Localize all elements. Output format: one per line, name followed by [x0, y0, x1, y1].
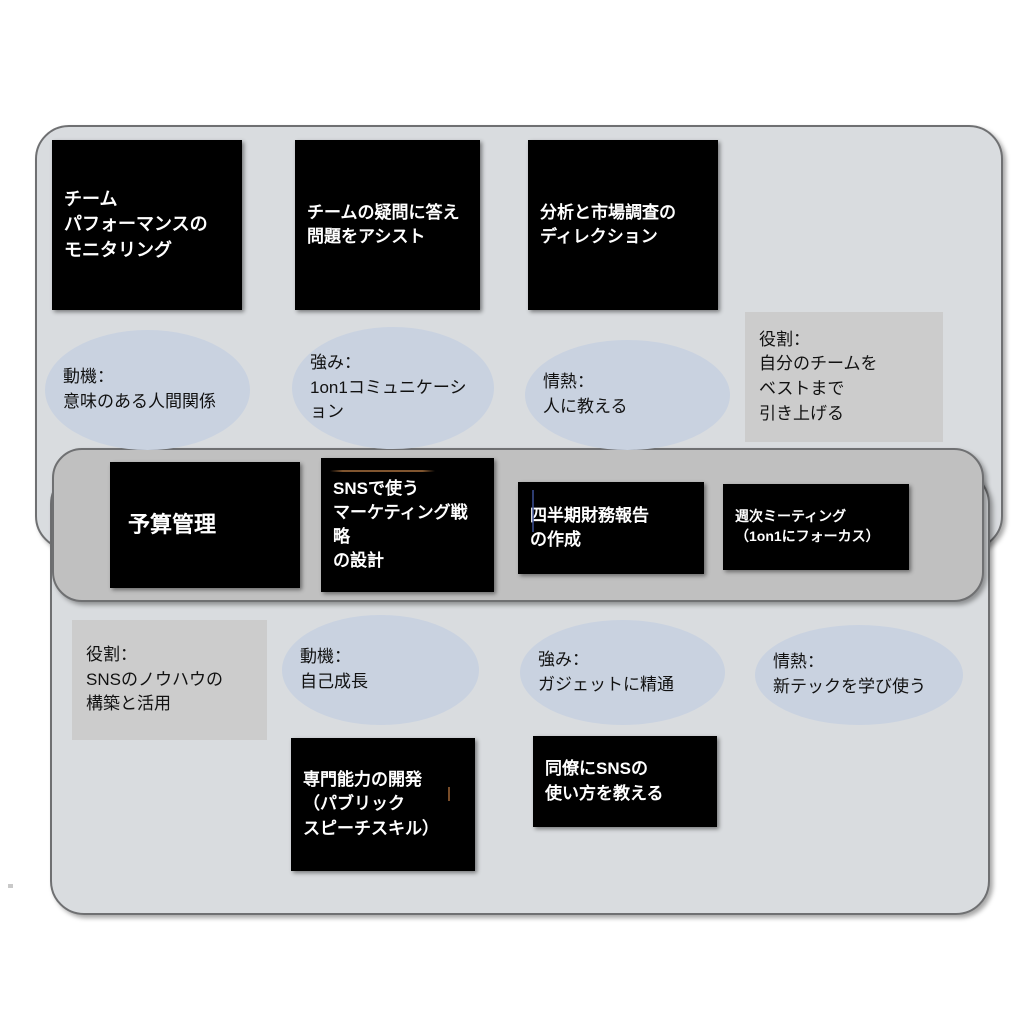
- gray-box-role-bottom[interactable]: 役割： SNSのノウハウの 構築と活用: [72, 620, 267, 740]
- scan-artifact-line: [330, 470, 435, 472]
- task-box-professional-skill-development[interactable]: 専門能力の開発 （パブリック スピーチスキル）: [291, 738, 475, 871]
- ellipse-label: 動機： 自己成長: [300, 647, 368, 691]
- gray-box-label: 役割： 自分のチームを ベストまで 引き上げる: [759, 329, 878, 423]
- task-box-label: チームの疑問に答え 問題をアシスト: [307, 202, 460, 246]
- task-box-weekly-meeting-1on1[interactable]: 週次ミーティング （1on1にフォーカス）: [723, 484, 909, 570]
- ellipse-passion-bottom[interactable]: 情熱： 新テックを学び使う: [755, 625, 963, 725]
- stray-artifact-mark: [8, 884, 13, 888]
- ellipse-label: 情熱： 人に教える: [543, 372, 628, 416]
- task-box-label: チーム パフォーマンスの モニタリング: [64, 188, 208, 260]
- task-box-budget-management[interactable]: 予算管理: [110, 462, 300, 588]
- gray-box-role-top[interactable]: 役割： 自分のチームを ベストまで 引き上げる: [745, 312, 943, 442]
- scan-artifact-vertical-line: [532, 490, 534, 532]
- ellipse-label: 強み： ガジェットに精通: [538, 649, 674, 694]
- gray-box-label: 役割： SNSのノウハウの 構築と活用: [86, 645, 223, 714]
- ellipse-label: 強み： 1on1コミュニケーシ ョン: [310, 353, 467, 422]
- ellipse-motivation-top[interactable]: 動機： 意味のある人間関係: [45, 330, 250, 450]
- task-box-label: 分析と市場調査の ディレクション: [540, 202, 676, 246]
- ellipse-strength-top[interactable]: 強み： 1on1コミュニケーシ ョン: [292, 327, 494, 449]
- task-box-sns-marketing-strategy-design[interactable]: SNSで使う マーケティング戦略 の設計: [321, 458, 494, 592]
- ellipse-motivation-bottom[interactable]: 動機： 自己成長: [282, 615, 479, 725]
- task-box-label: SNSで使う マーケティング戦略 の設計: [333, 478, 468, 571]
- task-box-label: 予算管理: [128, 512, 217, 538]
- ellipse-label: 情熱： 新テックを学び使う: [773, 652, 926, 696]
- task-box-team-performance-monitoring[interactable]: チーム パフォーマンスの モニタリング: [52, 140, 242, 310]
- task-box-answer-team-questions[interactable]: チームの疑問に答え 問題をアシスト: [295, 140, 480, 310]
- ellipse-strength-bottom[interactable]: 強み： ガジェットに精通: [520, 620, 725, 725]
- task-box-teach-colleagues-sns[interactable]: 同僚にSNSの 使い方を教える: [533, 736, 717, 827]
- ellipse-label: 動機： 意味のある人間関係: [63, 367, 216, 411]
- task-box-label: 同僚にSNSの 使い方を教える: [545, 759, 664, 803]
- task-box-label: 四半期財務報告 の作成: [530, 505, 649, 549]
- task-box-label: 週次ミーティング （1on1にフォーカス）: [735, 508, 880, 544]
- scan-artifact-dot: [448, 787, 450, 801]
- task-box-label: 専門能力の開発 （パブリック スピーチスキル）: [303, 770, 439, 838]
- task-box-quarterly-financial-report[interactable]: 四半期財務報告 の作成: [518, 482, 704, 574]
- task-box-analysis-market-research-direction[interactable]: 分析と市場調査の ディレクション: [528, 140, 718, 310]
- ellipse-passion-top[interactable]: 情熱： 人に教える: [525, 340, 730, 450]
